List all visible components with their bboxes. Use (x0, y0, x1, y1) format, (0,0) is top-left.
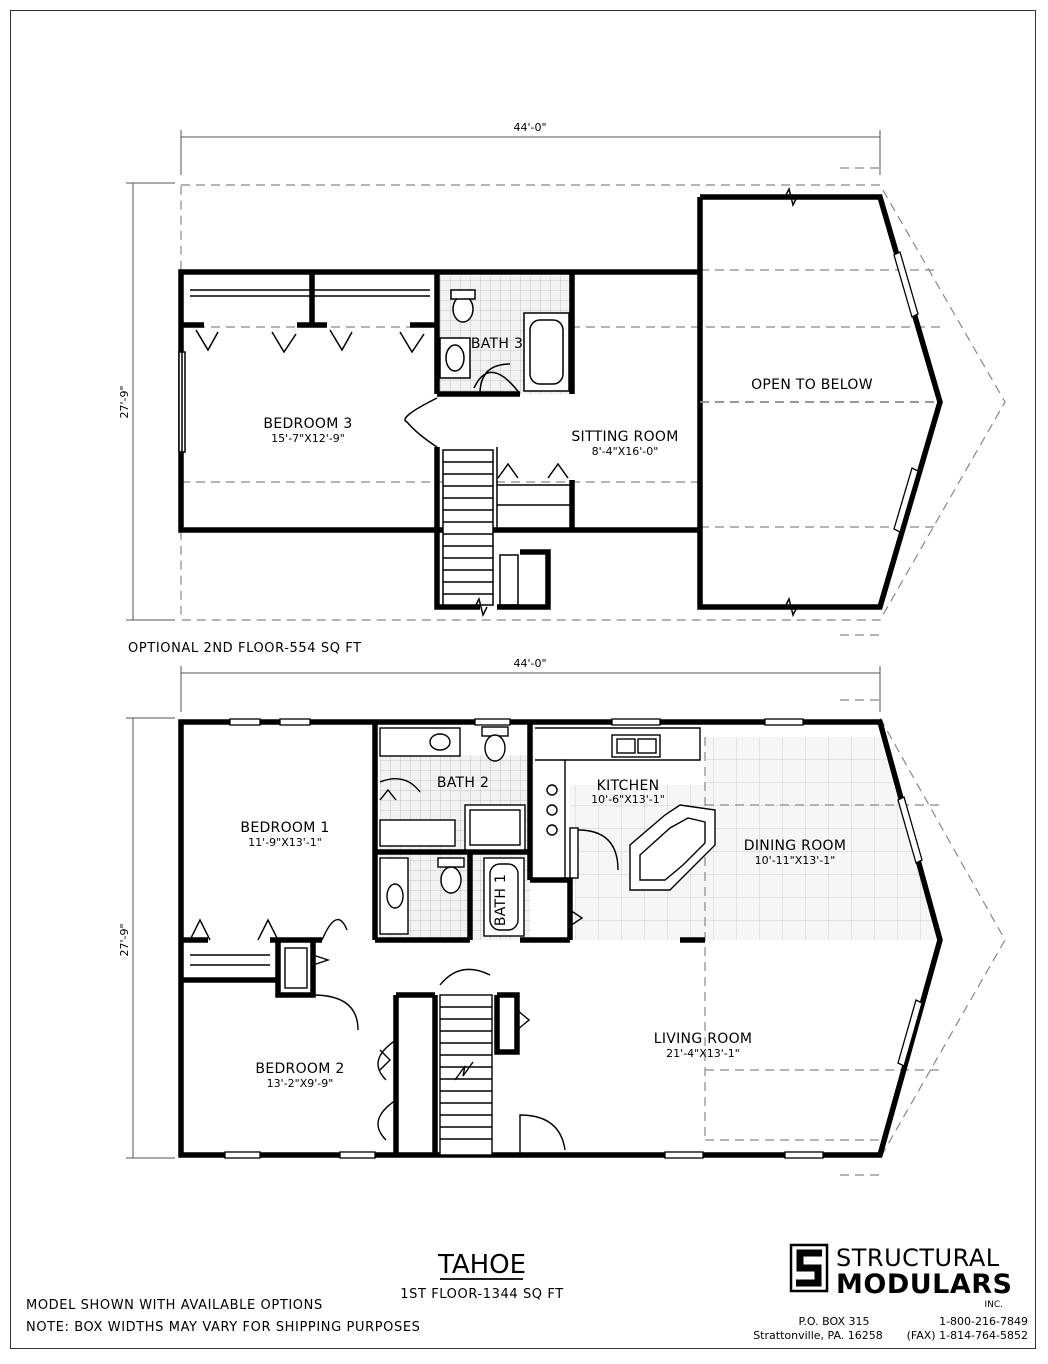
company-name-line1: STRUCTURAL (836, 1244, 1000, 1272)
living-room-size: 21'-4"X13'-1" (666, 1047, 740, 1060)
company-fax: (FAX) 1-814-764-5852 (907, 1329, 1028, 1342)
first-floor-windows (224, 718, 923, 1159)
dining-room-label: DINING ROOM (744, 838, 846, 854)
first-floor-depth-label: 27'-9" (118, 923, 131, 956)
bath1-label: BATH 1 (493, 874, 509, 926)
first-floor-width-label: 44'-0" (513, 657, 546, 670)
company-suffix: INC. (984, 1300, 1003, 1310)
bedroom3-label: BEDROOM 3 (263, 416, 352, 432)
bath3-label: BATH 3 (471, 336, 523, 352)
living-room-label: LIVING ROOM (654, 1031, 753, 1047)
second-floor-plan: 44'-0" 27'-9" (118, 121, 1006, 636)
second-floor-fixtures (178, 186, 798, 618)
dining-room-size: 10'-11"X13'-1" (755, 854, 836, 867)
company-name-line2: MODULARS (836, 1269, 1013, 1300)
note-box-widths: NOTE: BOX WIDTHS MAY VARY FOR SHIPPING P… (26, 1320, 421, 1335)
note-options: MODEL SHOWN WITH AVAILABLE OPTIONS (26, 1298, 323, 1313)
second-floor-caption: OPTIONAL 2ND FLOOR-554 SQ FT (128, 641, 362, 656)
first-floor-walls (178, 719, 943, 1158)
bedroom3-size: 15'-7"X12'-9" (271, 432, 345, 445)
second-floor-walls (178, 194, 943, 610)
second-floor-width-dimension (180, 130, 881, 175)
structural-modulars-logo (789, 1243, 829, 1293)
first-floor-depth-dimension (126, 717, 175, 1159)
sitting-room-label: SITTING ROOM (571, 429, 678, 445)
bedroom1-label: BEDROOM 1 (240, 820, 329, 836)
first-floor-plan: 44'-0" 27'-9" (118, 657, 1006, 1176)
dining-tile-floor (705, 737, 940, 940)
company-address-2: Strattonville, PA. 16258 (753, 1329, 883, 1342)
bedroom1-size: 11'-9"X13'-1" (248, 836, 322, 849)
bedroom2-size: 13'-2"X9'-9" (267, 1077, 334, 1090)
second-floor-depth-label: 27'-9" (118, 385, 131, 418)
second-floor-windows (893, 251, 919, 533)
first-floor-fixtures (189, 726, 716, 1156)
first-floor-width-dimension (180, 666, 881, 712)
company-address-1: P.O. BOX 315 (799, 1315, 870, 1328)
kitchen-label: KITCHEN (597, 778, 660, 794)
second-floor-width-label: 44'-0" (513, 121, 546, 134)
company-phone: 1-800-216-7849 (939, 1315, 1028, 1328)
bath2-label: BATH 2 (437, 775, 489, 791)
second-floor-depth-dimension (126, 182, 175, 621)
open-to-below-label: OPEN TO BELOW (751, 377, 873, 393)
kitchen-size: 10'-6"X13'-1" (591, 793, 665, 806)
model-name: TAHOE (437, 1250, 526, 1280)
sitting-room-size: 8'-4"X16'-0" (592, 445, 659, 458)
bedroom2-label: BEDROOM 2 (255, 1061, 344, 1077)
first-floor-sqft: 1ST FLOOR-1344 SQ FT (400, 1287, 564, 1302)
